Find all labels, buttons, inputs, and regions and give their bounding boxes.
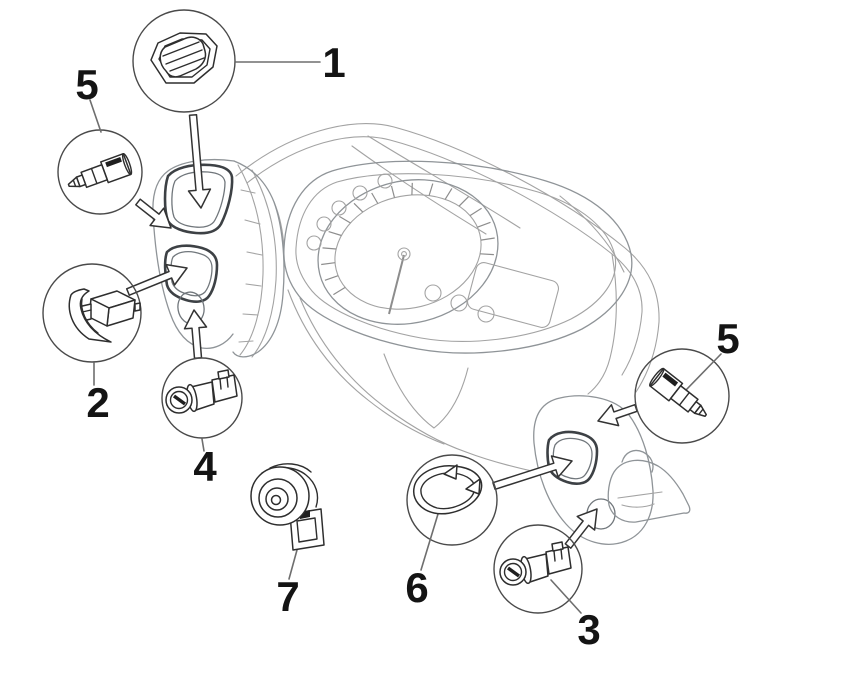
speedometer-needle — [388, 254, 405, 315]
callout-circle-2 — [42, 263, 142, 363]
steering-column — [237, 164, 285, 358]
handlebar-cowl — [235, 123, 660, 473]
callout-circle-6 — [406, 454, 498, 546]
horn-switch-detail — [250, 463, 325, 551]
arrow-to-right-socket — [564, 508, 598, 549]
callout-1[interactable]: 1 — [132, 9, 346, 113]
lcd-display — [466, 262, 560, 328]
callout-3[interactable]: 3 — [493, 524, 601, 653]
callout-4[interactable]: 4 — [161, 357, 243, 490]
callout-circle-3 — [493, 524, 583, 614]
callout-circle-5-right — [634, 348, 730, 444]
cluster-buttons — [424, 284, 495, 323]
part-number-6: 6 — [405, 564, 428, 611]
callout-6[interactable]: 6 — [405, 454, 498, 611]
arrow-to-left-socket — [183, 309, 208, 360]
left-switch-housing — [152, 158, 285, 358]
arrow-to-right-recess — [492, 455, 573, 491]
part-number-3: 3 — [577, 606, 600, 653]
callout-5-left[interactable]: 5 — [57, 61, 143, 215]
part-number-1: 1 — [322, 39, 345, 86]
part-number-4: 4 — [193, 443, 217, 490]
part-number-5-left: 5 — [75, 61, 98, 108]
callout-2[interactable]: 2 — [42, 263, 142, 426]
arrow-to-housing-seam-left — [135, 198, 172, 229]
bulb-holder-detail-left — [165, 369, 238, 414]
arrow-to-housing-seam-right — [597, 403, 638, 427]
callout-circle-4 — [161, 357, 243, 439]
paddle-detail — [413, 464, 483, 515]
brake-lever — [607, 449, 691, 523]
arrow-to-lower-recess — [125, 263, 188, 296]
instrument-cluster — [283, 160, 633, 354]
arrow-to-upper-recess — [187, 113, 212, 209]
rocker-switch-detail — [150, 32, 218, 84]
indicator-lights — [306, 173, 393, 251]
part-number-5-right: 5 — [716, 315, 739, 362]
main-assembly-drawing — [152, 123, 691, 545]
bulb-holder-detail-right — [499, 541, 572, 586]
callouts: 1 5 — [42, 9, 740, 653]
speedometer — [317, 179, 499, 325]
leader-arrows — [125, 113, 638, 549]
part-number-7: 7 — [276, 573, 299, 620]
bulb-detail-right — [649, 367, 708, 418]
speedometer-hub — [397, 247, 411, 261]
callout-5-right[interactable]: 5 — [634, 315, 740, 444]
callout-circle-1 — [132, 9, 236, 113]
callout-7[interactable]: 7 — [250, 463, 325, 620]
speedometer-tick-marks — [321, 182, 495, 296]
part-number-2: 2 — [86, 379, 109, 426]
bulb-detail-left — [67, 152, 133, 189]
lower-switch-recess — [163, 244, 219, 303]
lever-switch-detail — [68, 288, 141, 343]
